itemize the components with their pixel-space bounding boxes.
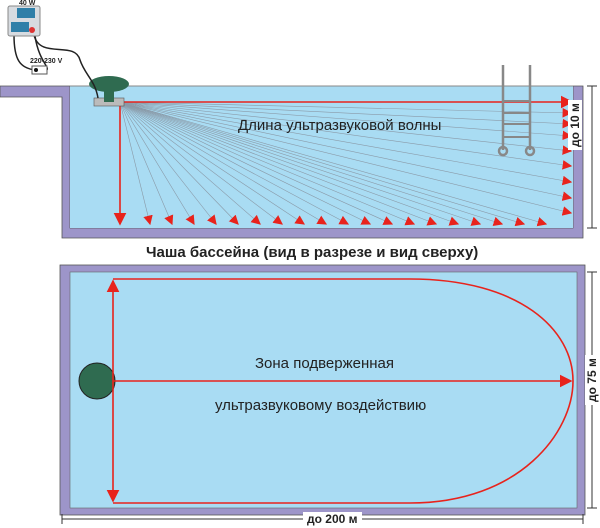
- ray-arrow: [272, 215, 283, 225]
- ray-arrow: [316, 215, 328, 225]
- ray-arrow: [492, 216, 504, 227]
- depth-label: до 10 м: [568, 100, 582, 150]
- pool-section-view: [0, 5, 597, 239]
- ray-arrow: [404, 216, 416, 226]
- wave-length-label: Длина ультразвуковой волны: [238, 117, 442, 134]
- ray-arrow: [426, 216, 438, 226]
- impact-zone-outline: [113, 278, 574, 504]
- ladder-icon: [497, 65, 536, 157]
- ray-arrow: [514, 216, 526, 227]
- power-socket-icon: [31, 65, 48, 75]
- voltage-label: 220-230 V: [30, 58, 63, 65]
- width-label: до 75 м: [585, 355, 599, 405]
- ray-arrow: [561, 206, 573, 216]
- ray-arrow: [294, 215, 306, 225]
- transducer-icon: [89, 76, 129, 107]
- pool-top-view: [59, 264, 597, 524]
- ray-arrow: [382, 216, 394, 225]
- ray-arrow: [185, 214, 195, 226]
- ray-arrow: [470, 216, 482, 226]
- ray-arrow: [207, 214, 217, 225]
- ray-arrow: [448, 216, 460, 226]
- zone-label-line1: Зона подверженная: [255, 355, 394, 372]
- depth-dimension: [587, 85, 597, 229]
- ultrasonic-rays: [119, 101, 573, 227]
- length-label: до 200 м: [303, 512, 362, 526]
- transducer-top-icon: [78, 362, 116, 400]
- power-label: 40 W: [19, 0, 36, 7]
- ray-arrow: [360, 216, 372, 225]
- ray-arrow: [143, 214, 153, 226]
- ray-arrow: [164, 214, 174, 226]
- ray-arrow: [562, 145, 573, 155]
- ray-arrow: [338, 215, 350, 225]
- ray-arrow: [250, 214, 261, 225]
- ray-arrow: [228, 214, 239, 225]
- caption: Чаша бассейна (вид в разрезе и вид сверх…: [146, 244, 479, 261]
- ray-arrow: [561, 175, 573, 186]
- ray-arrow: [536, 217, 548, 227]
- ray-arrow: [561, 191, 573, 201]
- zone-label-line2: ультразвуковому воздействию: [215, 397, 427, 414]
- generator-box-icon: [7, 5, 41, 37]
- ray-arrow: [562, 160, 573, 170]
